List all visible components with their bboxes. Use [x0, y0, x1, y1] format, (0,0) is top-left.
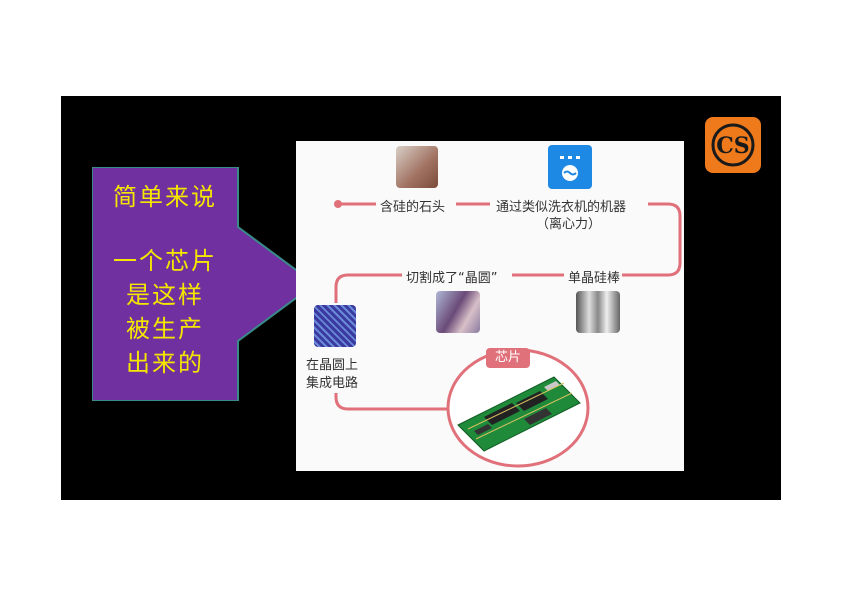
intro-line-4: 被生产	[126, 315, 204, 343]
washing-machine-icon	[548, 145, 592, 189]
step-circuit-label-2: 集成电路	[306, 376, 359, 391]
wafer-cut-image	[436, 291, 480, 333]
circuit-board-image	[457, 376, 581, 452]
chip-tag: 芯片	[486, 348, 530, 368]
intro-text: 简单来说 一个芯片 是这样 被生产 出来的	[92, 180, 238, 380]
stone-image	[396, 146, 438, 188]
wafer-circuit-image	[314, 305, 356, 347]
intro-line-2: 一个芯片	[113, 247, 217, 275]
step-machine-label-2: （离心力）	[536, 217, 602, 232]
step-wafer-cut-label: 切割成了“晶圆”	[406, 271, 498, 286]
process-flow-panel: 含硅的石头 通过类似洗衣机的机器 （离心力） 切割成了“晶圆” 单晶硅棒 在晶圆…	[296, 141, 684, 471]
step-machine-label-1: 通过类似洗衣机的机器	[496, 200, 627, 215]
intro-line-3: 是这样	[126, 281, 204, 309]
purple-arrow-shape	[92, 167, 315, 401]
logo-text: CS	[716, 133, 749, 159]
ingot-image	[576, 291, 620, 333]
step-circuit-label-1: 在晶圆上	[306, 358, 359, 373]
cs-logo-icon: CS	[705, 117, 761, 173]
intro-line-5: 出来的	[126, 349, 204, 377]
step-ingot-label: 单晶硅棒	[568, 271, 621, 286]
step-stone-label: 含硅的石头	[380, 200, 446, 215]
intro-line-1: 简单来说	[113, 183, 217, 211]
